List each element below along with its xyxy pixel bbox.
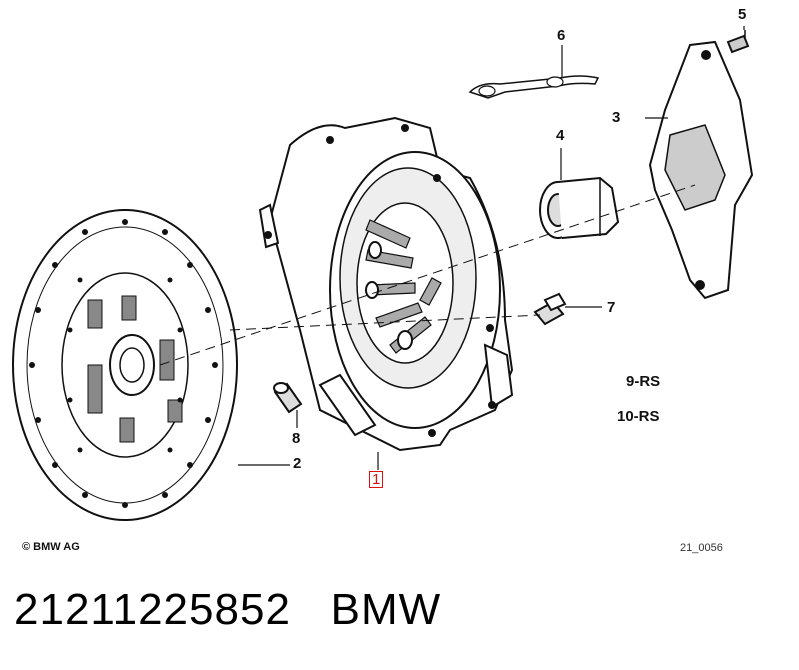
- clutch-disc: [12, 209, 238, 521]
- release-bearing: [539, 176, 620, 239]
- variant-label-10rs: 10-RS: [617, 408, 660, 425]
- release-lever: [648, 40, 754, 300]
- pivot-pin: [726, 30, 750, 54]
- dowel-sleeve: [273, 382, 303, 414]
- callout-8: 8: [292, 430, 301, 447]
- callout-4: 4: [556, 127, 565, 144]
- leader-lines: [238, 26, 745, 470]
- retaining-spring: [468, 75, 600, 99]
- callout-3: 3: [612, 109, 621, 126]
- callout-1[interactable]: 1: [369, 471, 384, 488]
- clutch-exploded-diagram: [12, 26, 754, 521]
- brand-name: BMW: [330, 585, 442, 634]
- guide-bolt: [533, 292, 567, 326]
- variant-label-9rs: 9-RS: [626, 373, 661, 390]
- drawing-id: 21_0056: [680, 542, 723, 554]
- callout-5: 5: [738, 6, 747, 23]
- callout-7: 7: [607, 299, 616, 316]
- callout-2: 2: [293, 455, 302, 472]
- part-caption: 21211225852 BMW: [14, 585, 441, 635]
- pressure-plate: [258, 116, 514, 452]
- copyright-label: © BMW AG: [22, 541, 80, 553]
- callout-6: 6: [557, 27, 566, 44]
- part-number: 21211225852: [14, 585, 291, 634]
